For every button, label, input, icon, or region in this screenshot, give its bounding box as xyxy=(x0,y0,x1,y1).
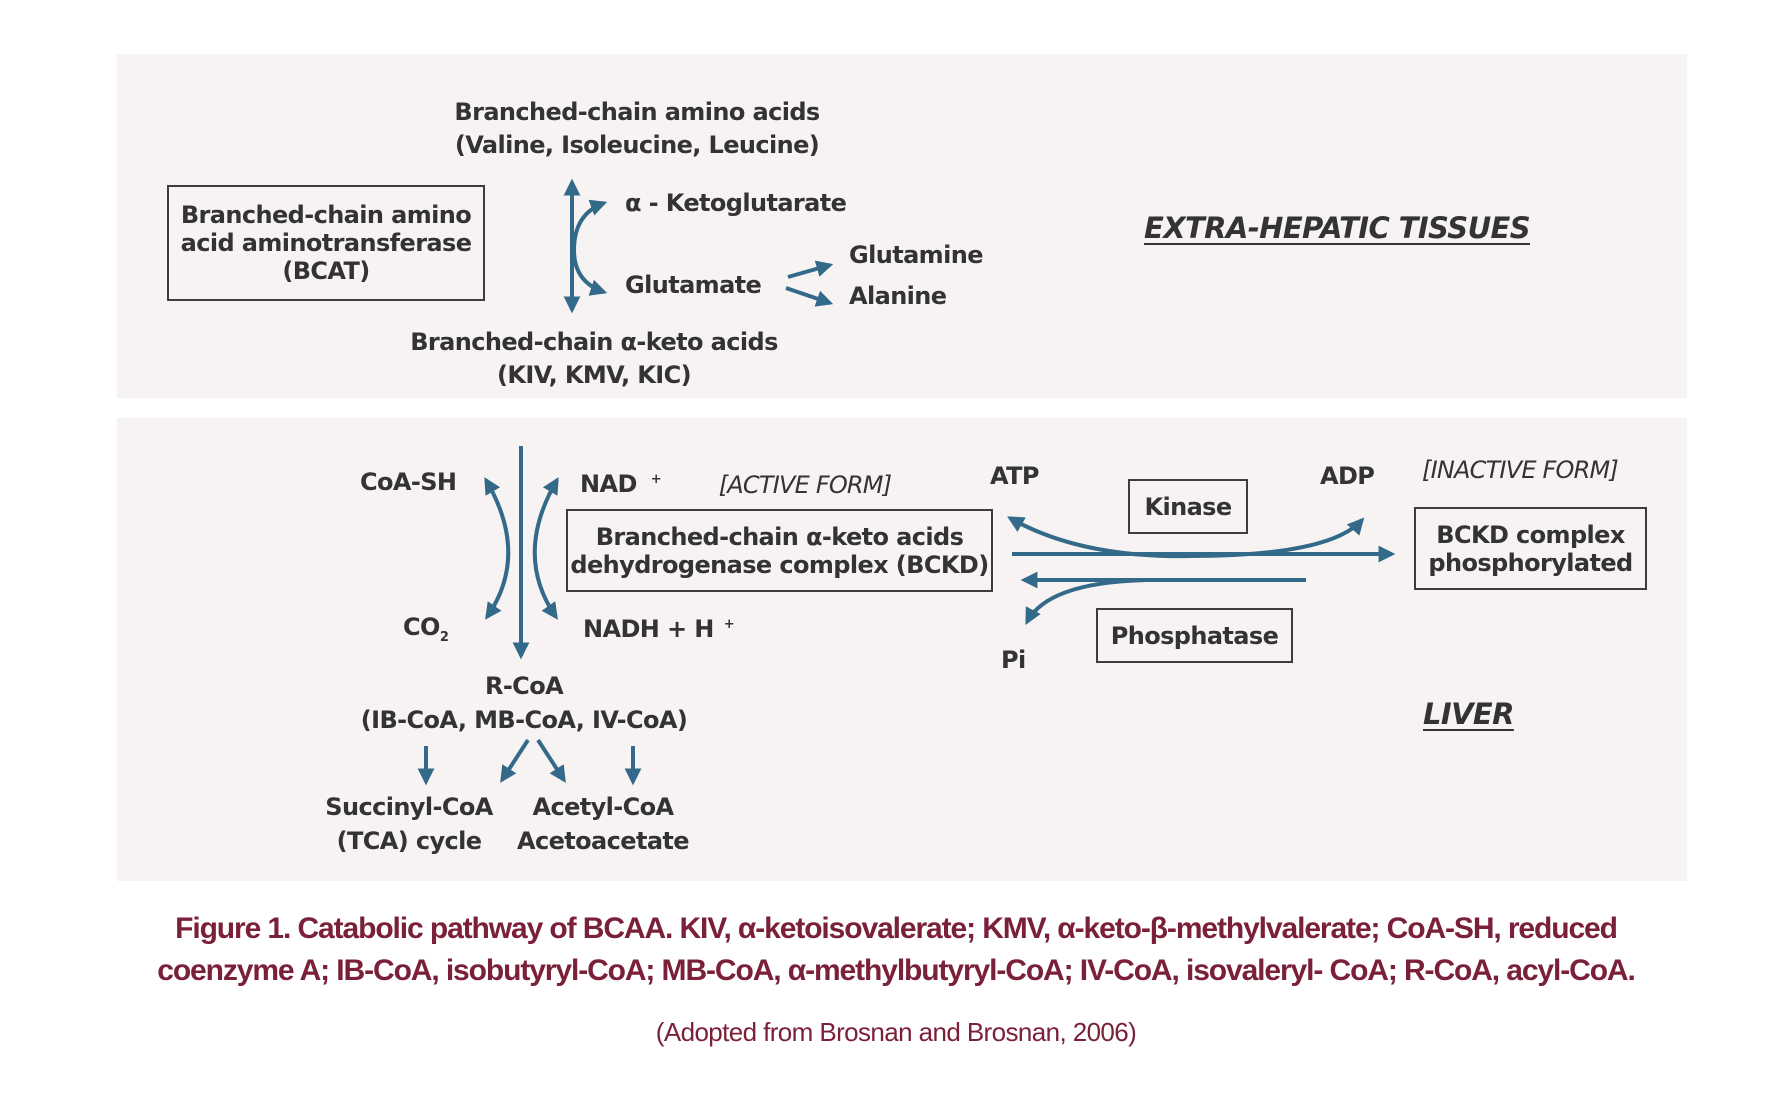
acetyl-sub: Acetoacetate xyxy=(517,827,690,855)
nad-nadh-arrow xyxy=(532,477,559,620)
alanine-label: Alanine xyxy=(849,282,947,310)
bckd-line1: Branched-chain α-keto acids xyxy=(595,522,964,551)
bcaa-label: Branched-chain amino acids xyxy=(454,98,820,126)
coash-label: CoA-SH xyxy=(360,468,457,496)
caption-line1: Figure 1. Catabolic pathway of BCAA. KIV… xyxy=(175,912,1618,945)
acetyl-arrow-1 xyxy=(500,738,530,783)
caption-line2: coenzyme A; IB-CoA, isobutyryl-CoA; MB-C… xyxy=(157,954,1636,987)
keto-acids-label: Branched-chain α-keto acids xyxy=(410,328,778,356)
bcat-enzyme-box: Branched-chain amino acid aminotransfera… xyxy=(167,185,485,301)
rcoa-label: R-CoA xyxy=(484,672,564,700)
co2-subscript: 2 xyxy=(439,629,449,645)
nadh-superscript: + xyxy=(723,617,735,632)
liver-panel xyxy=(117,418,1687,881)
co2-label: CO2 xyxy=(403,610,449,655)
phosphatase-text: Phosphatase xyxy=(1110,621,1279,650)
active-form-label: [ACTIVE FORM] xyxy=(718,471,892,499)
succinyl-sub: (TCA) cycle xyxy=(336,827,482,855)
acetyl-arrow-2 xyxy=(536,738,566,783)
glutamate-arrow xyxy=(572,249,608,296)
adp-label: ADP xyxy=(1320,462,1375,490)
bckd-phosphorylated-box: BCKD complex phosphorylated xyxy=(1414,507,1647,590)
phos-line1: BCKD complex xyxy=(1436,520,1625,549)
rcoa-list: (IB-CoA, MB-CoA, IV-CoA) xyxy=(360,706,688,734)
pi-arrow xyxy=(1025,578,1149,625)
atp-label: ATP xyxy=(990,462,1039,490)
phos-line2: phosphorylated xyxy=(1428,548,1633,577)
nadh-label: NADH + H + xyxy=(583,608,735,646)
kinase-box: Kinase xyxy=(1128,479,1248,534)
bcaa-list: (Valine, Isoleucine, Leucine) xyxy=(454,131,820,159)
akg-label: α - Ketoglutarate xyxy=(625,189,847,217)
keto-acids-list: (KIV, KMV, KIC) xyxy=(497,361,692,389)
glutamate-label: Glutamate xyxy=(625,271,762,299)
atp-adp-arrow xyxy=(1007,516,1365,559)
bcat-line2: acid aminotransferase xyxy=(180,229,472,257)
nad-text: NAD xyxy=(580,470,637,498)
kinase-text: Kinase xyxy=(1144,492,1232,521)
nadh-text: NADH + H xyxy=(583,615,714,643)
bckd-line2: dehydrogenase complex (BCKD) xyxy=(570,550,989,579)
liver-title: LIVER xyxy=(1423,697,1514,731)
pi-label: Pi xyxy=(1001,646,1026,674)
glutamine-arrow xyxy=(787,260,834,279)
akg-arrow xyxy=(572,199,608,251)
bckd-box: Branched-chain α-keto acids dehydrogenas… xyxy=(566,509,993,592)
bcat-line1: Branched-chain amino xyxy=(180,201,472,229)
acetyl-label: Acetyl-CoA xyxy=(532,793,674,821)
alanine-arrow xyxy=(785,286,834,307)
extra-hepatic-title: EXTRA-HEPATIC TISSUES xyxy=(1144,211,1531,245)
nad-superscript: + xyxy=(650,472,662,487)
glutamine-label: Glutamine xyxy=(849,241,983,269)
caption-attribution: (Adopted from Brosnan and Brosnan, 2006) xyxy=(655,1017,1137,1047)
inactive-form-label: [INACTIVE FORM] xyxy=(1422,456,1619,484)
co2-text: CO xyxy=(403,613,440,641)
nad-label: NAD + xyxy=(580,463,662,501)
coash-co2-arrow xyxy=(484,477,511,620)
succinyl-label: Succinyl-CoA xyxy=(325,793,493,821)
extra-hepatic-panel xyxy=(117,54,1687,398)
bcat-line3: (BCAT) xyxy=(282,257,370,285)
phosphatase-box: Phosphatase xyxy=(1096,608,1293,663)
